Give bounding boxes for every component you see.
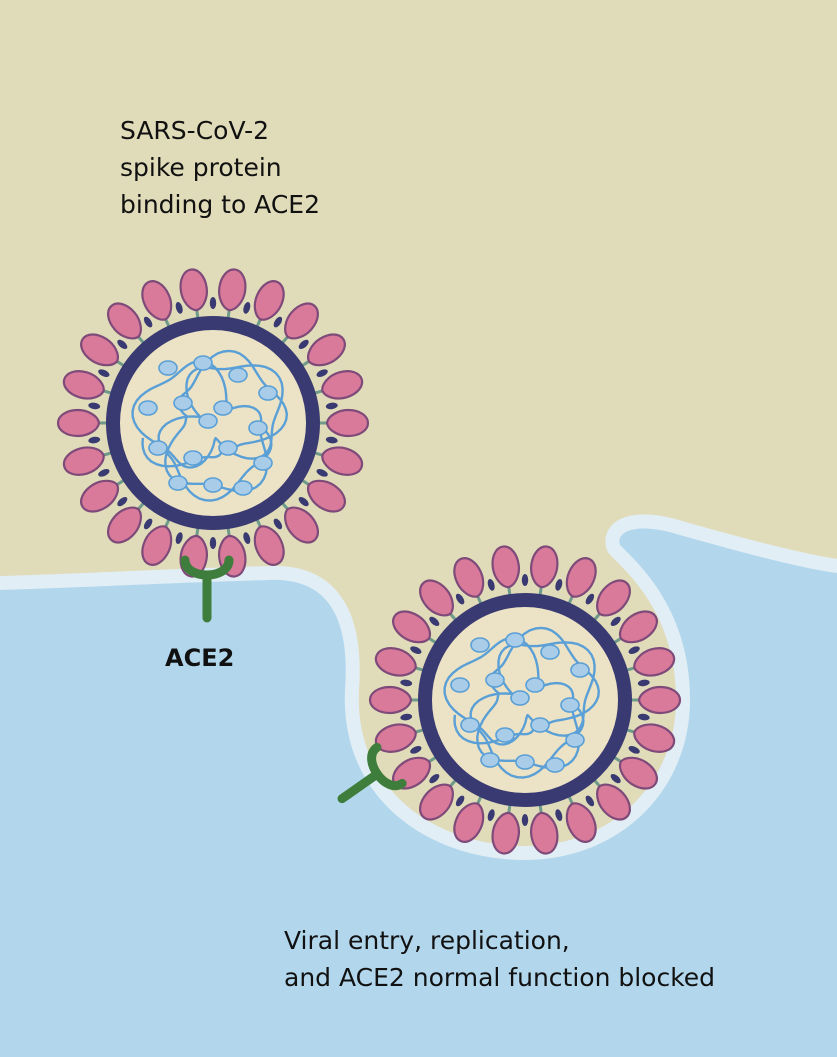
nucleocapsid: [183, 450, 203, 466]
membrane-protein-dot: [243, 532, 251, 544]
membrane-protein-dot: [175, 302, 183, 314]
membrane-protein-dot: [117, 339, 128, 350]
nucleocapsid: [218, 440, 238, 456]
nucleocapsid: [510, 690, 530, 706]
ace2-stem: [337, 770, 381, 804]
membrane-protein-dot: [555, 809, 563, 821]
membrane-protein-dot: [521, 814, 529, 826]
nucleocapsid: [258, 385, 278, 401]
nucleocapsid: [570, 662, 590, 678]
membrane-protein-dot: [585, 795, 595, 807]
membrane-protein-dot: [243, 302, 251, 314]
nucleocapsid: [495, 727, 515, 743]
nucleocapsid: [565, 732, 585, 748]
nucleocapsid: [530, 717, 550, 733]
membrane-protein-dot: [209, 537, 217, 549]
spike-binding-label: SARS-CoV-2 spike protein binding to ACE2: [120, 112, 320, 223]
membrane-protein-dot: [555, 579, 563, 591]
nucleocapsid: [193, 355, 213, 371]
spike-protein: [637, 685, 682, 715]
membrane-protein-dot: [143, 316, 153, 328]
nucleocapsid: [545, 757, 565, 773]
membrane-protein-dot: [316, 469, 328, 477]
membrane-protein-dot: [637, 679, 650, 687]
nucleocapsid: [505, 632, 525, 648]
spike-label-line-3: binding to ACE2: [120, 190, 320, 219]
membrane-protein-dot: [455, 593, 465, 605]
nucleocapsid: [480, 752, 500, 768]
membrane-protein-dot: [88, 402, 101, 410]
membrane-protein-dot: [487, 579, 495, 591]
nucleocapsid: [168, 475, 188, 491]
virus-particle-bound: [56, 266, 370, 580]
membrane-protein-dot: [628, 746, 640, 754]
membrane-protein-dot: [273, 518, 283, 530]
nucleocapsid: [485, 672, 505, 688]
membrane-protein-dot: [273, 316, 283, 328]
membrane-protein-dot: [316, 369, 328, 377]
nucleocapsid: [450, 677, 470, 693]
membrane-protein-dot: [610, 616, 621, 627]
nucleocapsid: [198, 413, 218, 429]
membrane-protein-dot: [410, 646, 422, 654]
membrane-protein-dot: [298, 339, 309, 350]
membrane-protein-dot: [585, 593, 595, 605]
cell-interior: [0, 528, 837, 1057]
membrane-protein-dot: [400, 679, 413, 687]
ace2-receptor-surface: [180, 555, 234, 623]
nucleocapsid: [515, 754, 535, 770]
spike-label-line-1: SARS-CoV-2: [120, 116, 270, 145]
membrane-protein-dot: [628, 646, 640, 654]
membrane-protein-dot: [487, 809, 495, 821]
membrane-protein-dot: [455, 795, 465, 807]
nucleocapsid: [470, 637, 490, 653]
membrane-protein-dot: [298, 496, 309, 507]
membrane-protein-dot: [429, 773, 440, 784]
membrane-protein-dot: [143, 518, 153, 530]
membrane-protein-dot: [117, 496, 128, 507]
nucleocapsid: [233, 480, 253, 496]
nucleocapsid: [560, 697, 580, 713]
spike-protein: [368, 685, 413, 715]
entry-label-line-2: and ACE2 normal function blocked: [284, 963, 716, 992]
viral-entry-label: Viral entry, replication, and ACE2 norma…: [284, 922, 715, 996]
virus-particle-entering: [368, 543, 682, 857]
nucleocapsid: [173, 395, 193, 411]
membrane-protein-dot: [98, 469, 110, 477]
membrane-protein-dot: [400, 713, 413, 721]
nucleocapsid: [158, 360, 178, 376]
membrane-protein-dot: [325, 402, 338, 410]
ace2-label: ACE2: [165, 644, 235, 672]
spike-protein: [56, 408, 101, 438]
ace2-receptor-pocket: [337, 742, 407, 804]
entry-label-line-1: Viral entry, replication,: [284, 926, 570, 955]
nucleocapsid: [253, 455, 273, 471]
membrane-protein-dot: [325, 436, 338, 444]
membrane-protein-dot: [410, 746, 422, 754]
nucleocapsid: [228, 367, 248, 383]
membrane-protein-dot: [637, 713, 650, 721]
nucleocapsid: [203, 477, 223, 493]
membrane-protein-dot: [175, 532, 183, 544]
membrane-protein-dot: [610, 773, 621, 784]
nucleocapsid: [460, 717, 480, 733]
membrane-protein-dot: [209, 297, 217, 309]
membrane-protein-dot: [429, 616, 440, 627]
nucleocapsid: [540, 644, 560, 660]
nucleocapsid: [213, 400, 233, 416]
spike-label-line-2: spike protein: [120, 153, 282, 182]
nucleocapsid: [248, 420, 268, 436]
nucleocapsid: [138, 400, 158, 416]
membrane-protein-dot: [98, 369, 110, 377]
nucleocapsid: [148, 440, 168, 456]
membrane-protein-dot: [521, 574, 529, 586]
spike-protein: [325, 408, 370, 438]
nucleocapsid: [525, 677, 545, 693]
membrane-protein-dot: [88, 436, 101, 444]
